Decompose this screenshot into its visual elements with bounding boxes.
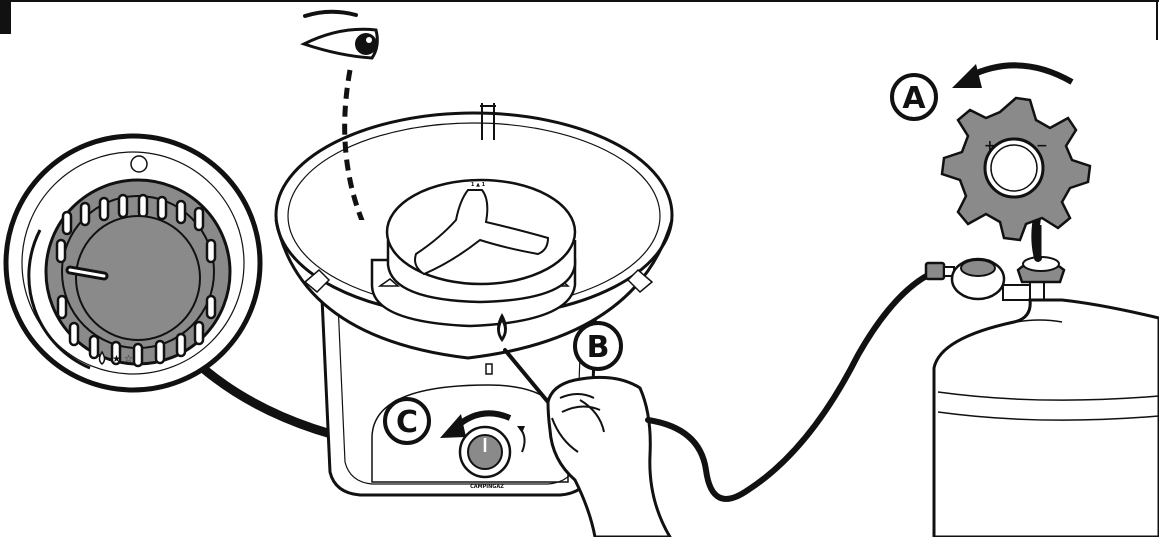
gas-hose [648, 272, 934, 499]
burner-marking: 1 ▲ 1 [471, 182, 486, 188]
valve-knob-icon: + − [942, 98, 1090, 240]
eye-icon [304, 12, 377, 58]
svg-text:★: ★ [112, 354, 121, 365]
callout-a-label: A [902, 81, 926, 116]
plus-marking: + [984, 138, 996, 154]
minus-marking: − [1036, 138, 1048, 154]
rotate-arrow [952, 64, 1072, 88]
callout-a: A [892, 75, 936, 119]
callout-b: B [575, 323, 621, 369]
burner-detail-inset: ★ ☆ [6, 136, 260, 390]
frame [0, 0, 1159, 40]
svg-text:☆: ☆ [124, 354, 133, 365]
callout-b-label: B [587, 330, 610, 365]
regulator [926, 225, 1064, 305]
stove-brand-label: CAMPINGAZ [470, 484, 504, 490]
callout-c: C [385, 399, 429, 443]
gas-cylinder [934, 300, 1159, 537]
callout-c-label: C [396, 405, 418, 440]
